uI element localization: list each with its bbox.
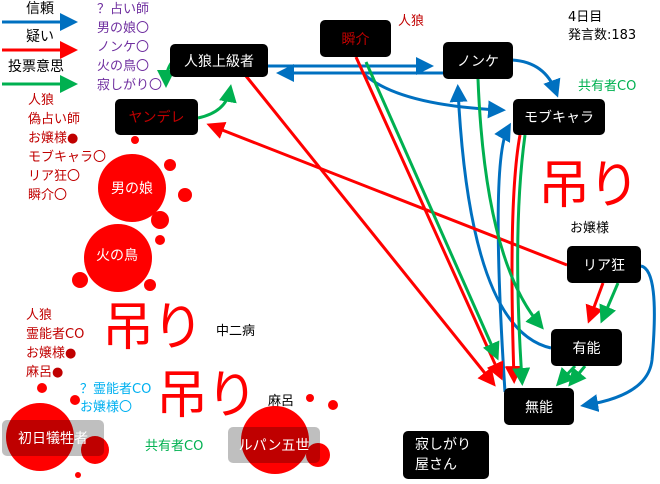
node-muno[interactable]: 無能 [504, 388, 574, 425]
arrow-yuno-to-muno-vote-2 [568, 365, 587, 387]
arrow-mob-to-muno-vote [512, 134, 531, 386]
arrow-riakyo-to-yuno [585, 282, 605, 324]
note-line: 人狼 [26, 308, 53, 323]
arrow-riakyo-to-yuno-vote [599, 282, 620, 324]
note-line: 男の娘〇 [97, 21, 150, 36]
node-shonichi-giseisha[interactable]: 初日犠牲者 [2, 420, 104, 456]
node-yandere[interactable]: ヤンデレ [115, 99, 198, 135]
node-riakyo[interactable]: リア狂 [567, 246, 641, 283]
legend-trust-label: 信頼 [26, 1, 54, 17]
node-hinotori[interactable]: 火の鳥 [96, 248, 138, 264]
note-line: 寂しがり〇 [97, 78, 163, 93]
hanged-ojosama: お嬢様 [570, 221, 610, 236]
post-count: 発言数:183 [568, 28, 637, 43]
note-line: ノンケ〇 [97, 40, 150, 55]
hanged-mark: 吊り [156, 366, 258, 426]
node-mob-chara[interactable]: モブキャラ [513, 99, 605, 135]
note-line: 火の鳥〇 [97, 59, 150, 74]
note-line: ？霊能者CO [80, 382, 152, 397]
note-line: お嬢様〇 [80, 400, 133, 415]
legend-doubt-label: 疑い [26, 29, 54, 45]
note-line: モブキャラ〇 [28, 150, 107, 165]
hanged-maro: 麻呂 [268, 394, 295, 409]
hanged-chuni: 中二病 [216, 324, 256, 339]
note-line: お嬢様● [28, 131, 79, 146]
node-sabishigari[interactable]: 寂しがり屋さん [403, 431, 489, 479]
note-line: 麻呂● [26, 365, 64, 380]
note-line: ？占い師 [97, 2, 150, 17]
arrow-shunsuke-to-muno [354, 56, 504, 381]
node-shunsuke[interactable]: 瞬介 [320, 20, 391, 57]
node-nonke[interactable]: ノンケ [443, 42, 513, 79]
note-line: 瞬介〇 [28, 188, 68, 203]
node-lupin[interactable]: ルパン五世 [228, 427, 320, 463]
node-otokonoko[interactable]: 男の娘 [111, 181, 153, 197]
arrow-nonke-to-yuno-vote [476, 78, 544, 330]
arrow-yandere-to-jokyu-vote [197, 84, 237, 120]
arrow-nonke-to-mob [511, 58, 561, 98]
note-line: 霊能者CO [26, 327, 85, 342]
arrow-shunsuke-to-muno-vote [364, 61, 500, 361]
note-line: 偽占い師 [28, 112, 81, 127]
seer-claim-note: ？占い師 男の娘〇 ノンケ〇 火の鳥〇 寂しがり〇 [97, 0, 162, 95]
arrow-riakyo-to-muno [580, 264, 656, 412]
note-line: お嬢様● [26, 346, 77, 361]
hanged-mark: 吊り [538, 156, 640, 216]
note-line: 人狼 [28, 93, 55, 108]
mob-role: 共有者CO [578, 79, 637, 94]
arrow-muno-to-mob [494, 122, 511, 393]
arrow-jokyu-to-muno [244, 75, 496, 387]
shunsuke-role: 人狼 [398, 14, 425, 29]
node-yuno[interactable]: 有能 [551, 329, 622, 366]
day-label: 4日目 [568, 10, 603, 25]
lupin-role: 共有者CO [145, 439, 204, 454]
node-label: 寂しがり屋さん [415, 437, 471, 473]
note-line: リア狂〇 [28, 169, 81, 184]
arrow-yuno-to-nonke [449, 84, 552, 350]
arrow-mob-to-muno [504, 134, 523, 384]
wolf-seer-note: 人狼 偽占い師 お嬢様● モブキャラ〇 リア狂〇 瞬介〇 [28, 91, 106, 205]
maybe-medium-note: ？霊能者CO お嬢様〇 [80, 381, 151, 417]
node-jinro-jokyusha[interactable]: 人狼上級者 [170, 44, 268, 77]
legend-vote-label: 投票意思 [8, 59, 64, 75]
wolf-medium-note: 人狼 霊能者CO お嬢様● 麻呂● [26, 306, 84, 382]
arrow-riakyo-to-yandere [206, 121, 568, 267]
hanged-mark: 吊り [102, 298, 204, 358]
